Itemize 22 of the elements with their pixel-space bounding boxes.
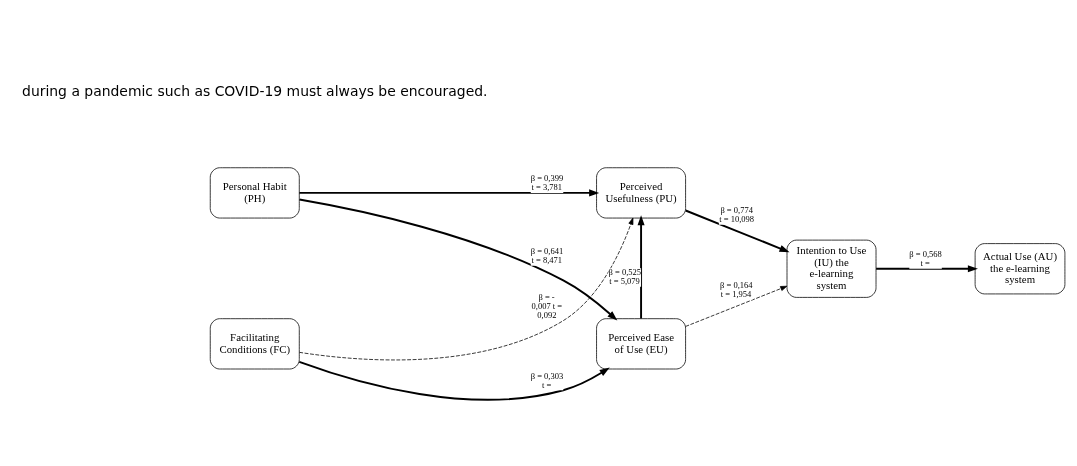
- arrow: [298, 217, 634, 360]
- arrow: [298, 360, 610, 401]
- edge-label: β = 0,568 t =: [909, 248, 942, 268]
- edge-label: β = 0,399 t = 3,781: [530, 172, 564, 192]
- node-box: Facilitating Conditions (FC): [209, 317, 300, 369]
- edge-label: β = 0,303 t =: [530, 370, 564, 390]
- edge-label: β = 0,641 t = 8,471: [530, 245, 564, 265]
- edge-label: β = 0,164 t = 1,954: [720, 279, 753, 299]
- arrow: [637, 214, 645, 319]
- arrow: [685, 285, 788, 327]
- node-box: Perceived Usefulness (PU): [596, 166, 686, 218]
- arrow: [684, 209, 790, 252]
- edge-label: β = - 0,007 t = 0,092: [531, 291, 563, 320]
- node-box: Intention to Use (IU) the e-learning system: [786, 239, 877, 298]
- node-box: Perceived Ease of Use (EU): [596, 317, 686, 369]
- node-box: Personal Habit (PH): [209, 166, 300, 218]
- arrow: [875, 264, 978, 272]
- edge-label: β = 0,525 t = 5,079: [608, 266, 642, 286]
- label: during a pandemic such as COVID-19 must always be encouraged.: [22, 82, 488, 99]
- edge-label: β = 0,774 t = 10,098: [719, 204, 755, 224]
- node-box: Actual Use (AU) the e-learning system: [974, 242, 1066, 294]
- arrow: [298, 188, 600, 196]
